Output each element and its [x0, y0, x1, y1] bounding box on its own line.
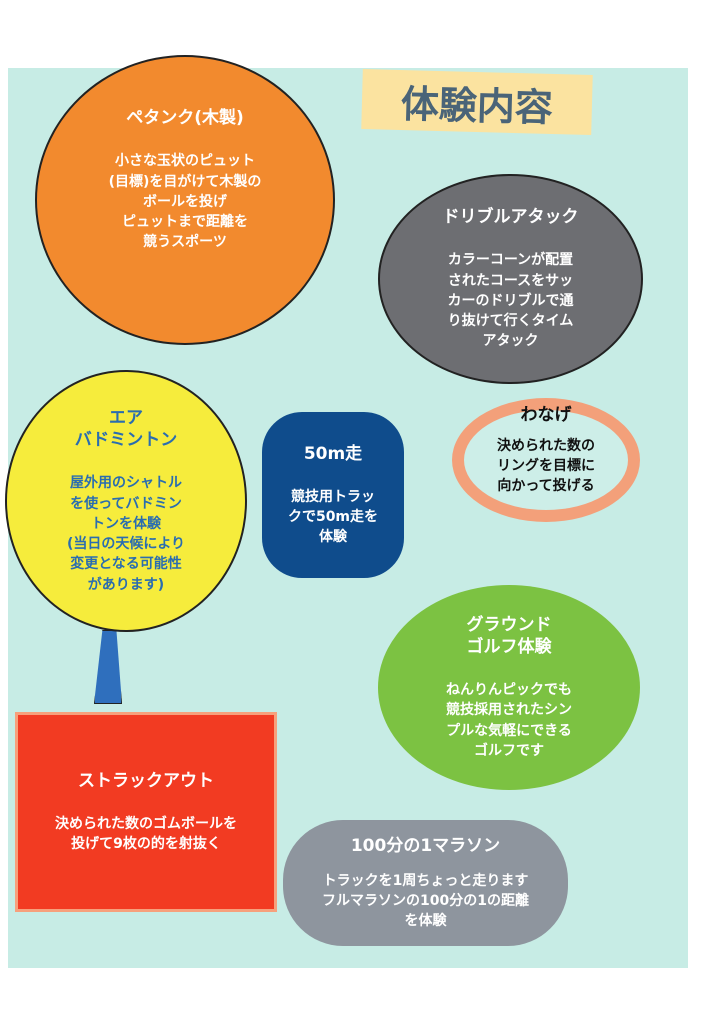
- item-desc: ねんりんピックでも 競技採用されたシン プルな気軽にできる ゴルフです: [446, 680, 572, 761]
- item-title: 50m走: [303, 443, 363, 464]
- item-desc: 競技用トラッ クで50m走を 体験: [288, 487, 378, 548]
- item-desc: トラックを1周ちょっと走ります フルマラソンの100分の1の距離 を体験: [322, 871, 529, 932]
- desc-line: (当日の天候により: [66, 536, 186, 553]
- item-desc: カラーコーンが配置 されたコースをサッ カーのドリブルで通 り抜けて行くタイム …: [448, 250, 574, 351]
- desc-line: ねんりんピックでも: [446, 682, 572, 698]
- item-strikeout: ストラックアウト 決められた数のゴムボールを 投げて9枚の的を射抜く: [15, 712, 277, 912]
- item-desc: 小さな玉状のピュット (目標)を目がけて木製の ボールを投げ ピュットまで距離を…: [109, 151, 262, 252]
- desc-line: されたコースをサッ: [447, 272, 574, 289]
- title-line: エア: [108, 408, 143, 429]
- desc-line: 向かって投げる: [497, 478, 595, 495]
- item-air-badminton: エア バドミントン 屋外用のシャトル を使ってバドミン トンを体験 (当日の天候…: [5, 370, 247, 632]
- desc-line: 体験: [318, 529, 347, 546]
- item-title: 100分の1マラソン: [350, 835, 501, 856]
- desc-line: ゴルフです: [474, 742, 544, 759]
- item-wanage: わなげ 決められた数の リングを目標に 向かって投げる: [452, 398, 640, 522]
- item-title: エア バドミントン: [75, 407, 178, 451]
- desc-line: アタック: [482, 333, 539, 350]
- desc-line: 変更となる可能性: [70, 556, 182, 573]
- item-title: ドリブルアタック: [442, 207, 579, 228]
- desc-line: り抜けて行くタイム: [447, 313, 574, 330]
- item-title: ストラックアウト: [78, 770, 214, 791]
- desc-line: 決められた数の: [497, 437, 595, 454]
- page-title: 体験内容: [361, 68, 593, 136]
- item-desc: 決められた数の リングを目標に 向かって投げる: [497, 436, 595, 497]
- desc-line: 屋外用のシャトル: [70, 475, 182, 492]
- item-50m-dash: 50m走 競技用トラッ クで50m走を 体験: [262, 412, 404, 578]
- item-title: わなげ: [520, 404, 572, 425]
- desc-line: ボールを投げ: [142, 193, 227, 210]
- title-line: バドミントン: [74, 430, 178, 451]
- item-marathon: 100分の1マラソン トラックを1周ちょっと走ります フルマラソンの100分の1…: [283, 820, 568, 946]
- item-desc: 決められた数のゴムボールを 投げて9枚の的を射抜く: [55, 814, 237, 855]
- desc-line: プルな気軽にできる: [446, 722, 572, 739]
- item-desc: 屋外用のシャトル を使ってバドミン トンを体験 (当日の天候により 変更となる可…: [67, 473, 185, 595]
- item-dribble-attack: ドリブルアタック カラーコーンが配置 されたコースをサッ カーのドリブルで通 り…: [378, 174, 643, 384]
- desc-line: カラーコーンが配置: [447, 252, 574, 269]
- desc-line: 投げて9枚の的を射抜く: [71, 836, 221, 853]
- desc-line: ピュットまで距離を: [121, 214, 248, 231]
- desc-line: を使ってバドミン: [70, 495, 182, 512]
- desc-line: トンを体験: [91, 515, 161, 532]
- desc-line: があります): [87, 576, 165, 593]
- item-title: グラウンド ゴルフ体験: [467, 614, 552, 658]
- desc-line: 競技採用されたシン: [446, 702, 572, 719]
- item-petanque: ペタンク(木製) 小さな玉状のピュット (目標)を目がけて木製の ボールを投げ …: [35, 55, 335, 345]
- desc-line: フルマラソンの100分の1の距離: [322, 892, 529, 909]
- desc-line: リングを目標に: [497, 457, 595, 474]
- desc-line: 競技用トラッ: [290, 488, 375, 505]
- desc-line: 競うスポーツ: [143, 234, 227, 251]
- desc-line: (目標)を目がけて木製の: [108, 173, 262, 190]
- desc-line: カーのドリブルで通: [447, 292, 574, 309]
- item-title: ペタンク(木製): [126, 108, 244, 129]
- title-line: グラウンド: [466, 614, 552, 635]
- desc-line: を体験: [404, 913, 447, 930]
- item-ground-golf: グラウンド ゴルフ体験 ねんりんピックでも 競技採用されたシン プルな気軽にでき…: [378, 585, 640, 790]
- desc-line: 小さな玉状のピュット: [114, 153, 255, 170]
- desc-line: 決められた数のゴムボールを: [55, 815, 237, 832]
- desc-line: トラックを1周ちょっと走ります: [322, 872, 529, 889]
- desc-line: クで50m走を: [287, 508, 379, 525]
- title-line: ゴルフ体験: [466, 636, 552, 657]
